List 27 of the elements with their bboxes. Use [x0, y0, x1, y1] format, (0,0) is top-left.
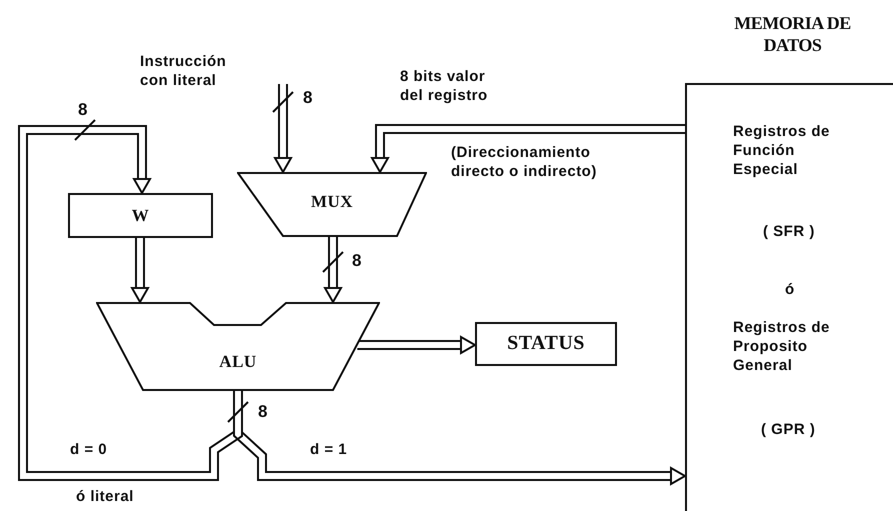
bus-arrow: [324, 236, 342, 303]
block-label: ALU: [219, 352, 257, 371]
addressing-note: (Direccionamiento directo o indirecto): [451, 143, 598, 181]
alu-shape: [96, 302, 380, 391]
bus-width-label: 8: [303, 88, 314, 107]
memory-heading: MEMORIA DE DATOS: [733, 12, 852, 56]
bus-arrow: [18, 125, 243, 481]
bus-arrow: [274, 83, 292, 173]
status-register-box: [475, 322, 617, 366]
memory-text: ó: [785, 280, 796, 299]
block-label: STATUS: [507, 334, 585, 353]
block-label: W: [132, 206, 150, 224]
bus-width-label: 8: [258, 402, 269, 421]
memory-text: ( GPR ): [761, 420, 816, 439]
bus-width-label: 8: [78, 100, 89, 119]
memory-text: ( SFR ): [763, 222, 816, 241]
memory-text: Registros de Función Especial: [733, 122, 831, 179]
bus-arrow: [131, 237, 149, 303]
multiplexer-trapezoid: [237, 172, 427, 237]
block-label: MUX: [310, 192, 354, 211]
register-box: [68, 193, 213, 238]
bus-width-label: 8: [352, 251, 363, 270]
memory-text: Registros de Proposito General: [733, 318, 831, 375]
bus-arrow: [371, 124, 686, 173]
bus-arrow: [356, 336, 476, 354]
input-label: Instrucción con literal: [140, 52, 228, 90]
input-label: ó literal: [76, 487, 135, 506]
